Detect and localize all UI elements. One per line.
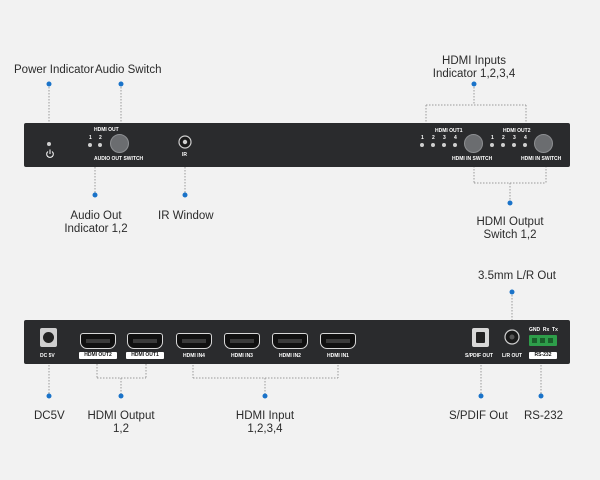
callout-hdmi-output-switch: HDMI Output Switch 1,2 (470, 216, 550, 242)
callout-line: Indicator 1,2,3,4 (432, 68, 516, 80)
rear-panel: DC 5V HDMI OUT2 HDMI OUT1 HDMI IN4 HDMI … (24, 320, 570, 364)
hdmi-in3-port (224, 333, 260, 349)
input-led-number: 1 (421, 135, 424, 141)
hdmi-out1-port-label: HDMI OUT1 (126, 352, 164, 359)
hdmi-out1-label: HDMI OUT1 (435, 128, 463, 134)
ir-label: IR (182, 152, 187, 158)
callout-lr-out: 3.5mm L/R Out (478, 270, 556, 282)
callout-hdmi-input: HDMI Input 1,2,3,4 (228, 410, 302, 436)
hdmi-out2-port-label: HDMI OUT2 (79, 352, 117, 359)
audio-led-number: 1 (89, 135, 92, 141)
audio-out-switch-button[interactable] (110, 134, 129, 153)
callout-hdmi-output: HDMI Output 1,2 (84, 410, 158, 436)
callout-line: 1,2,3,4 (247, 423, 283, 435)
callout-rs232: RS-232 (524, 410, 563, 422)
callout-hdmi-inputs-indicator: HDMI Inputs Indicator 1,2,3,4 (426, 55, 522, 81)
callout-line: 1,2 (113, 423, 129, 435)
input-led-number: 4 (524, 135, 527, 141)
out1-input-led-4 (453, 143, 457, 147)
lr-out-jack (504, 329, 520, 345)
callout-line: HDMI Inputs (442, 55, 506, 67)
audio-out-switch-label: AUDIO OUT SWITCH (94, 156, 144, 162)
callout-line: Indicator 1,2 (64, 223, 128, 235)
callout-power-indicator: Power Indicator (14, 64, 94, 76)
out1-input-led-2 (431, 143, 435, 147)
hdmi-out2-switch-button[interactable] (534, 134, 553, 153)
hdmi-in3-port-label: HDMI IN3 (231, 353, 253, 359)
input-led-number: 4 (454, 135, 457, 141)
hdmi-out1-switch-button[interactable] (464, 134, 483, 153)
rs232-pins-label: GND Rx Tx (529, 327, 558, 333)
spdif-port (472, 328, 489, 347)
out2-input-led-3 (512, 143, 516, 147)
rs232-terminal (529, 335, 557, 346)
hdmi-out1-port (127, 333, 163, 349)
input-led-number: 2 (502, 135, 505, 141)
hdmi-in4-port (176, 333, 212, 349)
hdmi-in2-port-label: HDMI IN2 (279, 353, 301, 359)
callout-audio-out-indicator: Audio Out Indicator 1,2 (60, 210, 132, 236)
power-icon (46, 149, 54, 158)
lr-out-label: L/R OUT (502, 353, 522, 359)
out2-input-led-1 (490, 143, 494, 147)
out2-input-led-4 (523, 143, 527, 147)
callout-line: HDMI Output (87, 410, 155, 422)
ir-window-icon (178, 135, 192, 149)
callout-dc5v: DC5V (34, 410, 65, 422)
audio-led-number: 2 (99, 135, 102, 141)
callout-spdif-out: S/PDIF Out (449, 410, 508, 422)
hdmi-in2-port (272, 333, 308, 349)
out2-input-led-2 (501, 143, 505, 147)
hdmi-in4-port-label: HDMI IN4 (183, 353, 205, 359)
input-led-number: 3 (513, 135, 516, 141)
callout-line: HDMI Output (476, 216, 544, 228)
out1-input-led-3 (442, 143, 446, 147)
hdmi-in-switch-label-1: HDMI IN SWITCH (452, 156, 493, 162)
hdmi-in1-port (320, 333, 356, 349)
callout-line: Audio Out (70, 210, 122, 222)
dc-power-jack (40, 328, 57, 347)
callout-line: Switch 1,2 (483, 229, 537, 241)
audio-out-led-2 (98, 143, 102, 147)
callout-ir-window: IR Window (158, 210, 214, 222)
hdmi-in-switch-label-2: HDMI IN SWITCH (521, 156, 562, 162)
hdmi-out-label: HDMI OUT (94, 127, 119, 133)
callout-line: HDMI Input (235, 410, 295, 422)
input-led-number: 2 (432, 135, 435, 141)
hdmi-in1-port-label: HDMI IN1 (327, 353, 349, 359)
hdmi-out2-port (80, 333, 116, 349)
spdif-label: S/PDIF OUT (465, 353, 494, 359)
dc-label: DC 5V (40, 353, 55, 359)
hdmi-out2-label: HDMI OUT2 (503, 128, 531, 134)
power-led (47, 142, 51, 146)
input-led-number: 1 (491, 135, 494, 141)
callout-audio-switch: Audio Switch (95, 64, 162, 76)
front-panel: HDMI OUT 1 2 AUDIO OUT SWITCH IR HDMI OU… (24, 123, 570, 167)
audio-out-led-1 (88, 143, 92, 147)
out1-input-led-1 (420, 143, 424, 147)
input-led-number: 3 (443, 135, 446, 141)
rs232-label: RS-232 (529, 352, 557, 359)
